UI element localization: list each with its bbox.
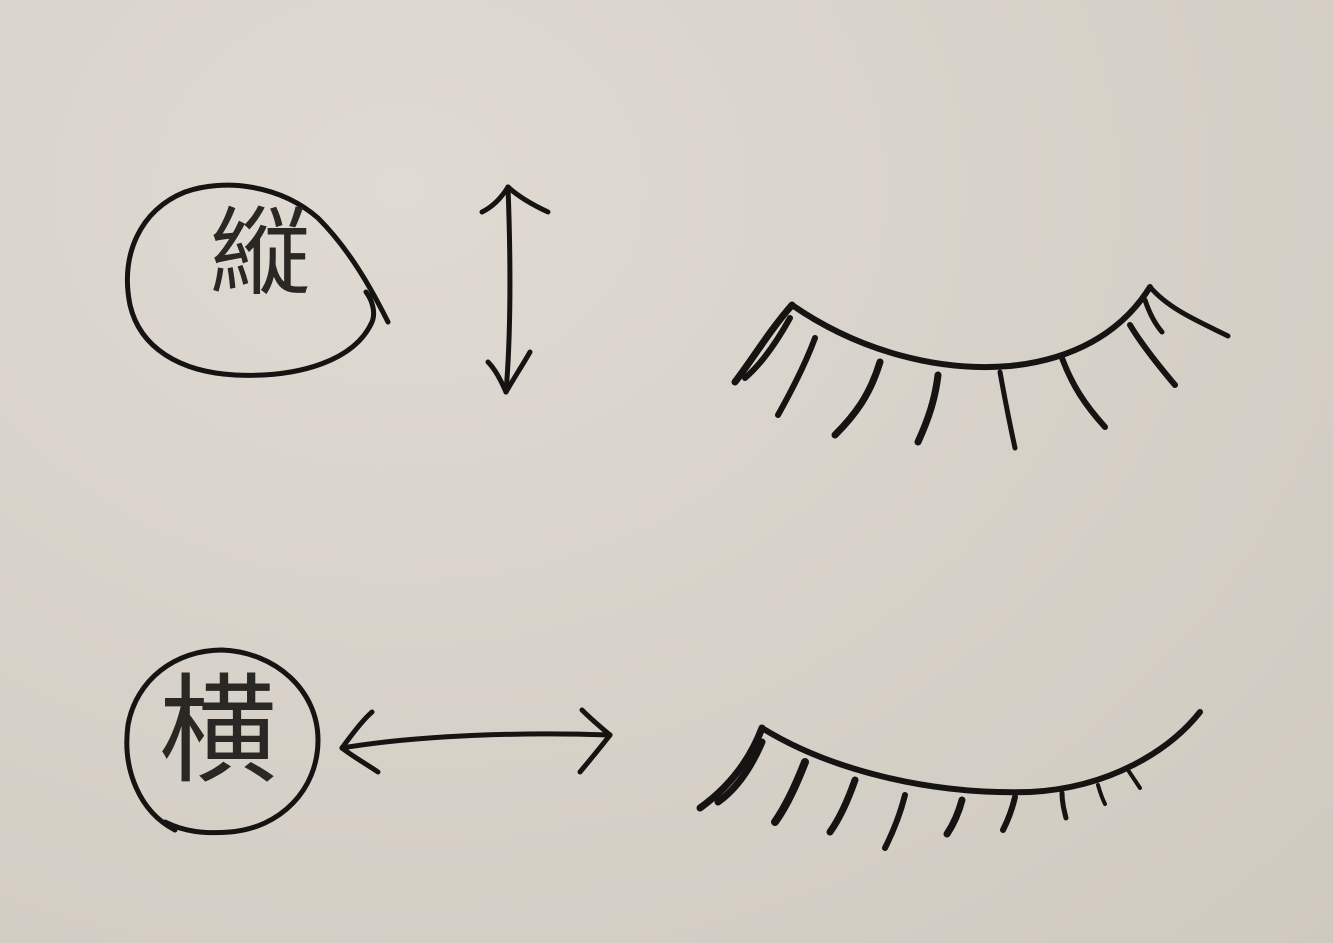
double-headed-vertical-arrow-icon (479, 184, 551, 395)
horizontal-group (124, 647, 1203, 851)
vertical-group (124, 182, 1231, 451)
double-headed-horizontal-arrow-icon (339, 707, 613, 775)
label-horizontal: 横 (158, 662, 277, 800)
horizontal-label-circle (124, 647, 321, 836)
label-vertical: 縦 (209, 197, 311, 309)
eyelash-vertical-curl-icon (731, 284, 1231, 451)
vertical-label-circle (124, 182, 391, 378)
eyelash-horizontal-curl-icon (696, 709, 1203, 851)
